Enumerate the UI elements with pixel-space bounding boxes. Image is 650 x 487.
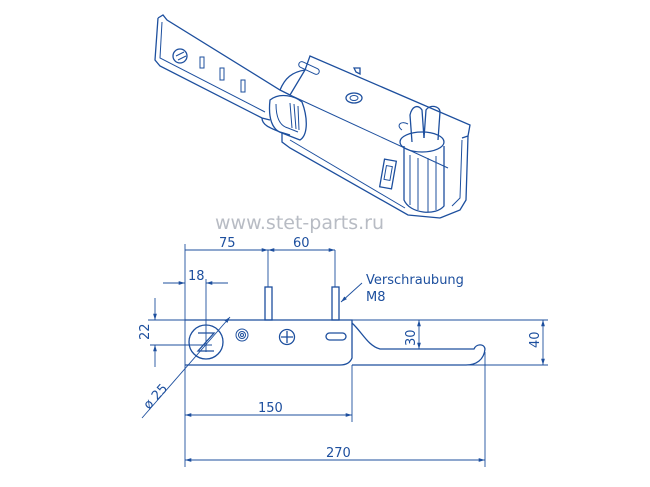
annotation-verschraubung: Verschraubung xyxy=(366,273,464,288)
dim-30: 30 xyxy=(404,329,419,346)
watermark: www.stet-parts.ru xyxy=(215,212,384,234)
dim-75: 75 xyxy=(219,236,236,251)
annotation-m8: M8 xyxy=(366,290,386,305)
isometric-hinge-view xyxy=(154,14,471,219)
dim-150: 150 xyxy=(258,401,283,416)
side-view xyxy=(185,286,486,366)
dimension-lines xyxy=(141,244,548,467)
dim-270: 270 xyxy=(326,446,351,461)
dim-40: 40 xyxy=(528,331,543,348)
dim-18: 18 xyxy=(188,269,205,284)
dim-60: 60 xyxy=(293,236,310,251)
dim-diameter-25: ø 25 xyxy=(141,381,171,412)
dim-22: 22 xyxy=(138,323,153,340)
